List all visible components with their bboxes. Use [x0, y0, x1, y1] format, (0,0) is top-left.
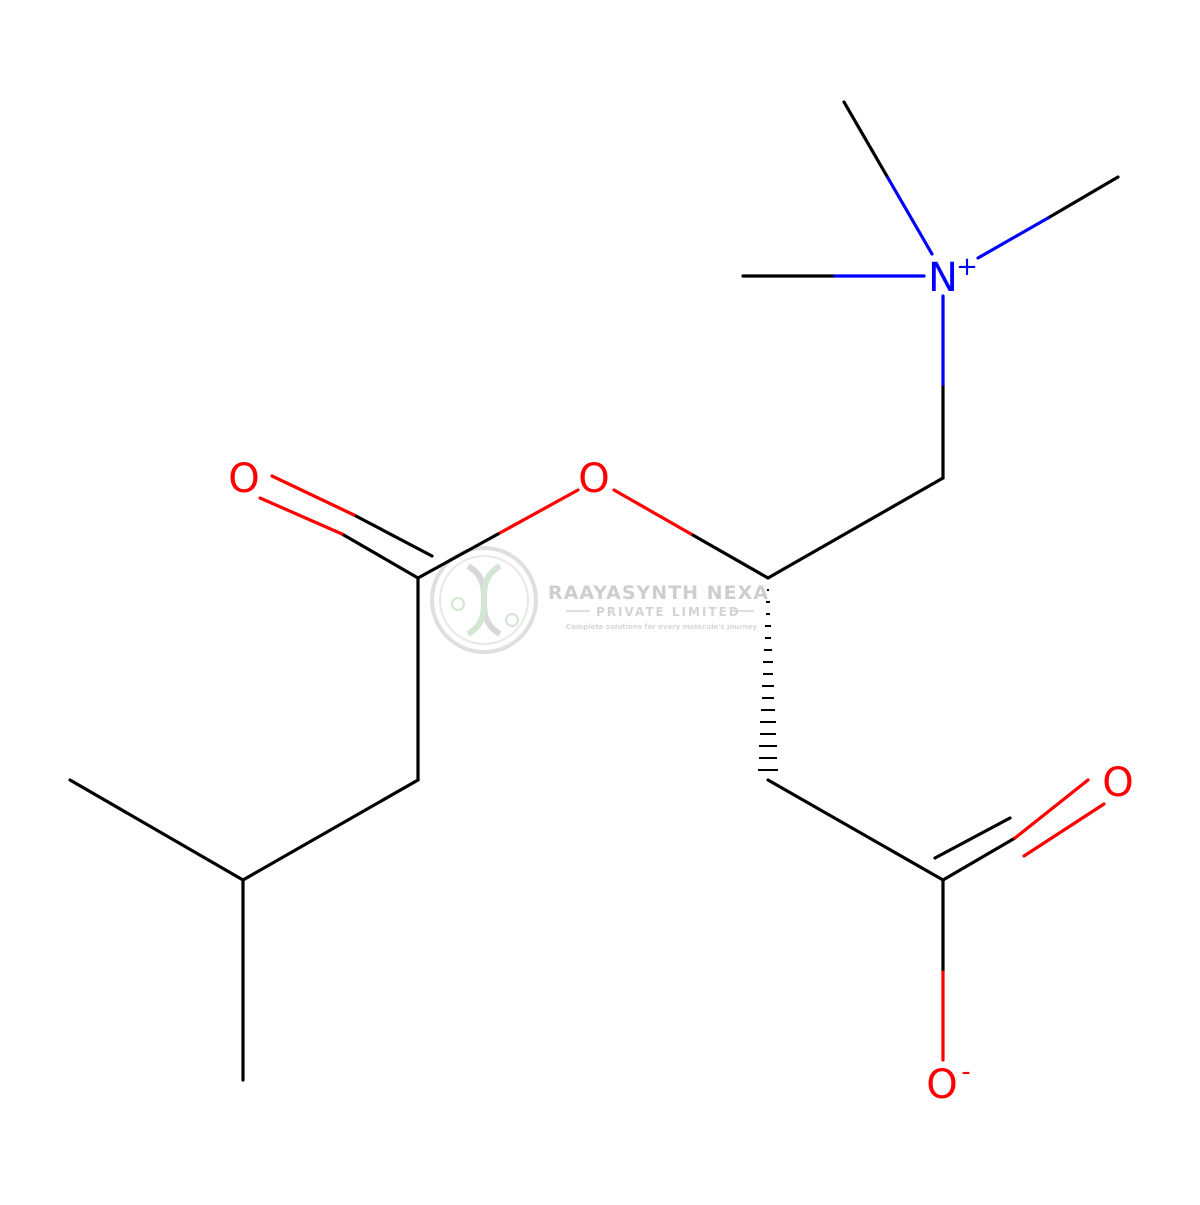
- atom-nitrogen: N: [928, 255, 958, 301]
- bond-carboxyl-double: [941, 836, 1017, 882]
- atom-oxygen-anion-charge: -: [961, 1057, 970, 1087]
- atom-oxygen-ester: O: [578, 456, 609, 502]
- atom-labels: N + O O O O -: [228, 252, 1133, 1108]
- bonds: [68, 100, 1120, 1082]
- watermark-tagline: Complete solutions for every molecule's …: [566, 623, 757, 631]
- dna-helix-logo-icon: [430, 546, 538, 654]
- watermark-company: RAAYASYNTH NEXA: [548, 582, 769, 604]
- bond-chiral-oester: [689, 532, 770, 580]
- hashed-wedge-bond: [758, 589, 778, 771]
- bond-ch2-chiral: [766, 476, 945, 580]
- watermark-subtitle: PRIVATE LIMITED: [596, 605, 741, 619]
- atom-oxygen-acid: O: [1102, 760, 1133, 806]
- bond-ester-carbonyl-double: [340, 532, 420, 580]
- watermark: RAAYASYNTH NEXA PRIVATE LIMITED Complete…: [430, 546, 769, 654]
- bond-ch2-carboxylc: [766, 778, 945, 882]
- bond-n-methyl-right: [1046, 175, 1120, 220]
- atom-nitrogen-charge: +: [956, 252, 978, 282]
- atom-oxygen-carbonyl: O: [228, 456, 259, 502]
- bond-ch-methyl-left: [68, 778, 245, 882]
- bond-n-methyl-top: [842, 100, 890, 180]
- bond-oester-carbonylc: [496, 488, 580, 536]
- atom-oxygen-anion: O: [926, 1062, 957, 1108]
- bond-ch2-ch: [241, 778, 420, 882]
